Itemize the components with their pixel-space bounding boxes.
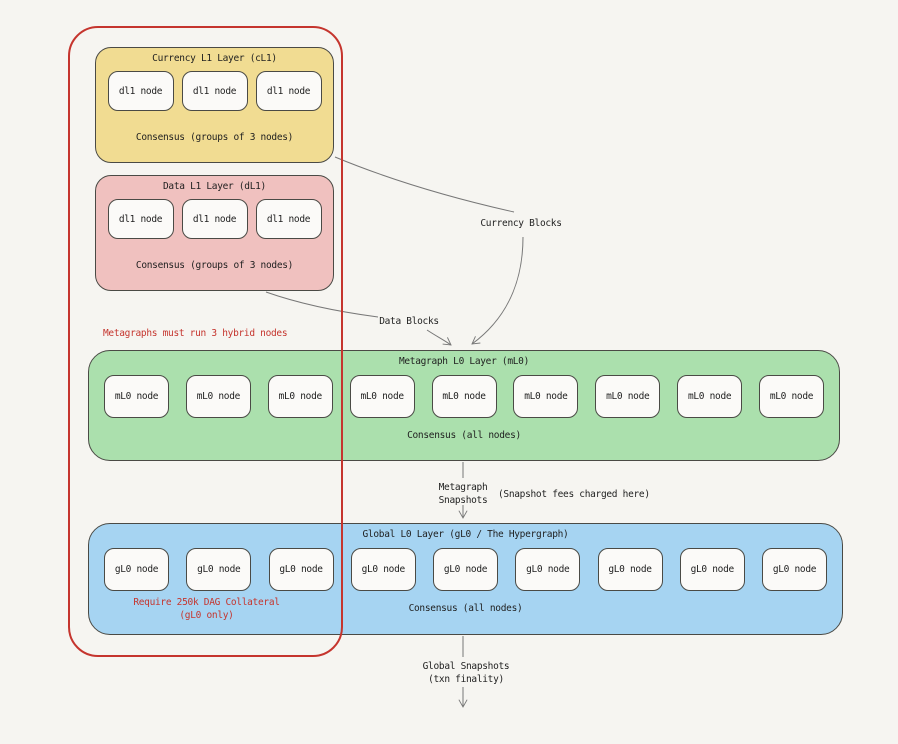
node-box: gL0 node: [186, 548, 252, 591]
node-box: gL0 node: [268, 548, 334, 591]
node-box: mL0 node: [349, 375, 415, 418]
node-box: dl1 node: [107, 71, 174, 111]
global-l0-node-row: gL0 node gL0 node gL0 node gL0 node gL0 node…: [89, 548, 842, 591]
node-box: dl1 node: [107, 199, 174, 239]
node-box: mL0 node: [677, 375, 743, 418]
data-l1-title: Data L1 Layer (dL1): [163, 181, 266, 192]
currency-l1-title: Currency L1 Layer (cL1): [152, 53, 277, 64]
node-box: mL0 node: [104, 375, 169, 418]
node-box: gL0 node: [350, 548, 416, 591]
data-l1-consensus-label: Consensus (groups of 3 nodes): [135, 260, 294, 271]
global-l0-title: Global L0 Layer (gL0 / The Hypergraph): [362, 529, 569, 540]
node-box: mL0 node: [513, 375, 579, 418]
node-box: mL0 node: [267, 375, 333, 418]
snapshot-fees-note: (Snapshot fees charged here): [498, 489, 650, 500]
global-snapshots-line2: (txn finality): [428, 673, 504, 685]
collateral-note-line1: Require 250k DAG Collateral: [133, 597, 280, 608]
global-l0-consensus-label: Consensus (all nodes): [408, 603, 523, 614]
currency-label-to-ml0-arrow: [471, 236, 524, 345]
collateral-note-line2: (gL0 only): [179, 609, 234, 621]
node-box: gL0 node: [679, 548, 745, 591]
node-box: dl1 node: [255, 71, 322, 111]
data-to-label-curve: [265, 291, 379, 318]
currency-blocks-label: Currency Blocks: [480, 218, 562, 229]
global-snapshots-label: Global Snapshots(txn finality): [423, 661, 510, 686]
node-box: gL0 node: [104, 548, 169, 591]
collateral-note: Require 250k DAG Collateral(gL0 only): [89, 597, 324, 622]
metagraph-l0-node-row: mL0 node mL0 node mL0 node mL0 node mL0 node…: [89, 375, 839, 418]
node-box: dl1 node: [181, 199, 248, 239]
node-box: dl1 node: [255, 199, 322, 239]
metagraph-snapshots-line1: Metagraph: [438, 482, 488, 493]
node-box: mL0 node: [185, 375, 251, 418]
node-box: mL0 node: [431, 375, 497, 418]
metagraph-l0-title: Metagraph L0 Layer (mL0): [398, 356, 530, 367]
data-label-to-ml0-arrow: [426, 329, 452, 346]
global-snapshots-line1: Global Snapshots: [422, 661, 510, 672]
node-box: mL0 node: [759, 375, 824, 418]
node-box: mL0 node: [595, 375, 661, 418]
node-box: gL0 node: [762, 548, 827, 591]
currency-to-label-curve: [334, 156, 515, 213]
node-box: dl1 node: [181, 71, 248, 111]
data-blocks-label: Data Blocks: [379, 316, 439, 327]
metagraph-l0-consensus-label: Consensus (all nodes): [407, 430, 521, 441]
currency-l1-consensus-label: Consensus (groups of 3 nodes): [135, 132, 294, 143]
metagraph-snapshots-line2: Snapshots: [438, 494, 488, 506]
node-box: gL0 node: [597, 548, 663, 591]
global-l0-layer: Global L0 Layer (gL0 / The Hypergraph) g…: [88, 523, 843, 635]
node-box: gL0 node: [433, 548, 498, 591]
hybrid-nodes-note: Metagraphs must run 3 hybrid nodes: [103, 328, 288, 339]
node-box: gL0 node: [515, 548, 581, 591]
